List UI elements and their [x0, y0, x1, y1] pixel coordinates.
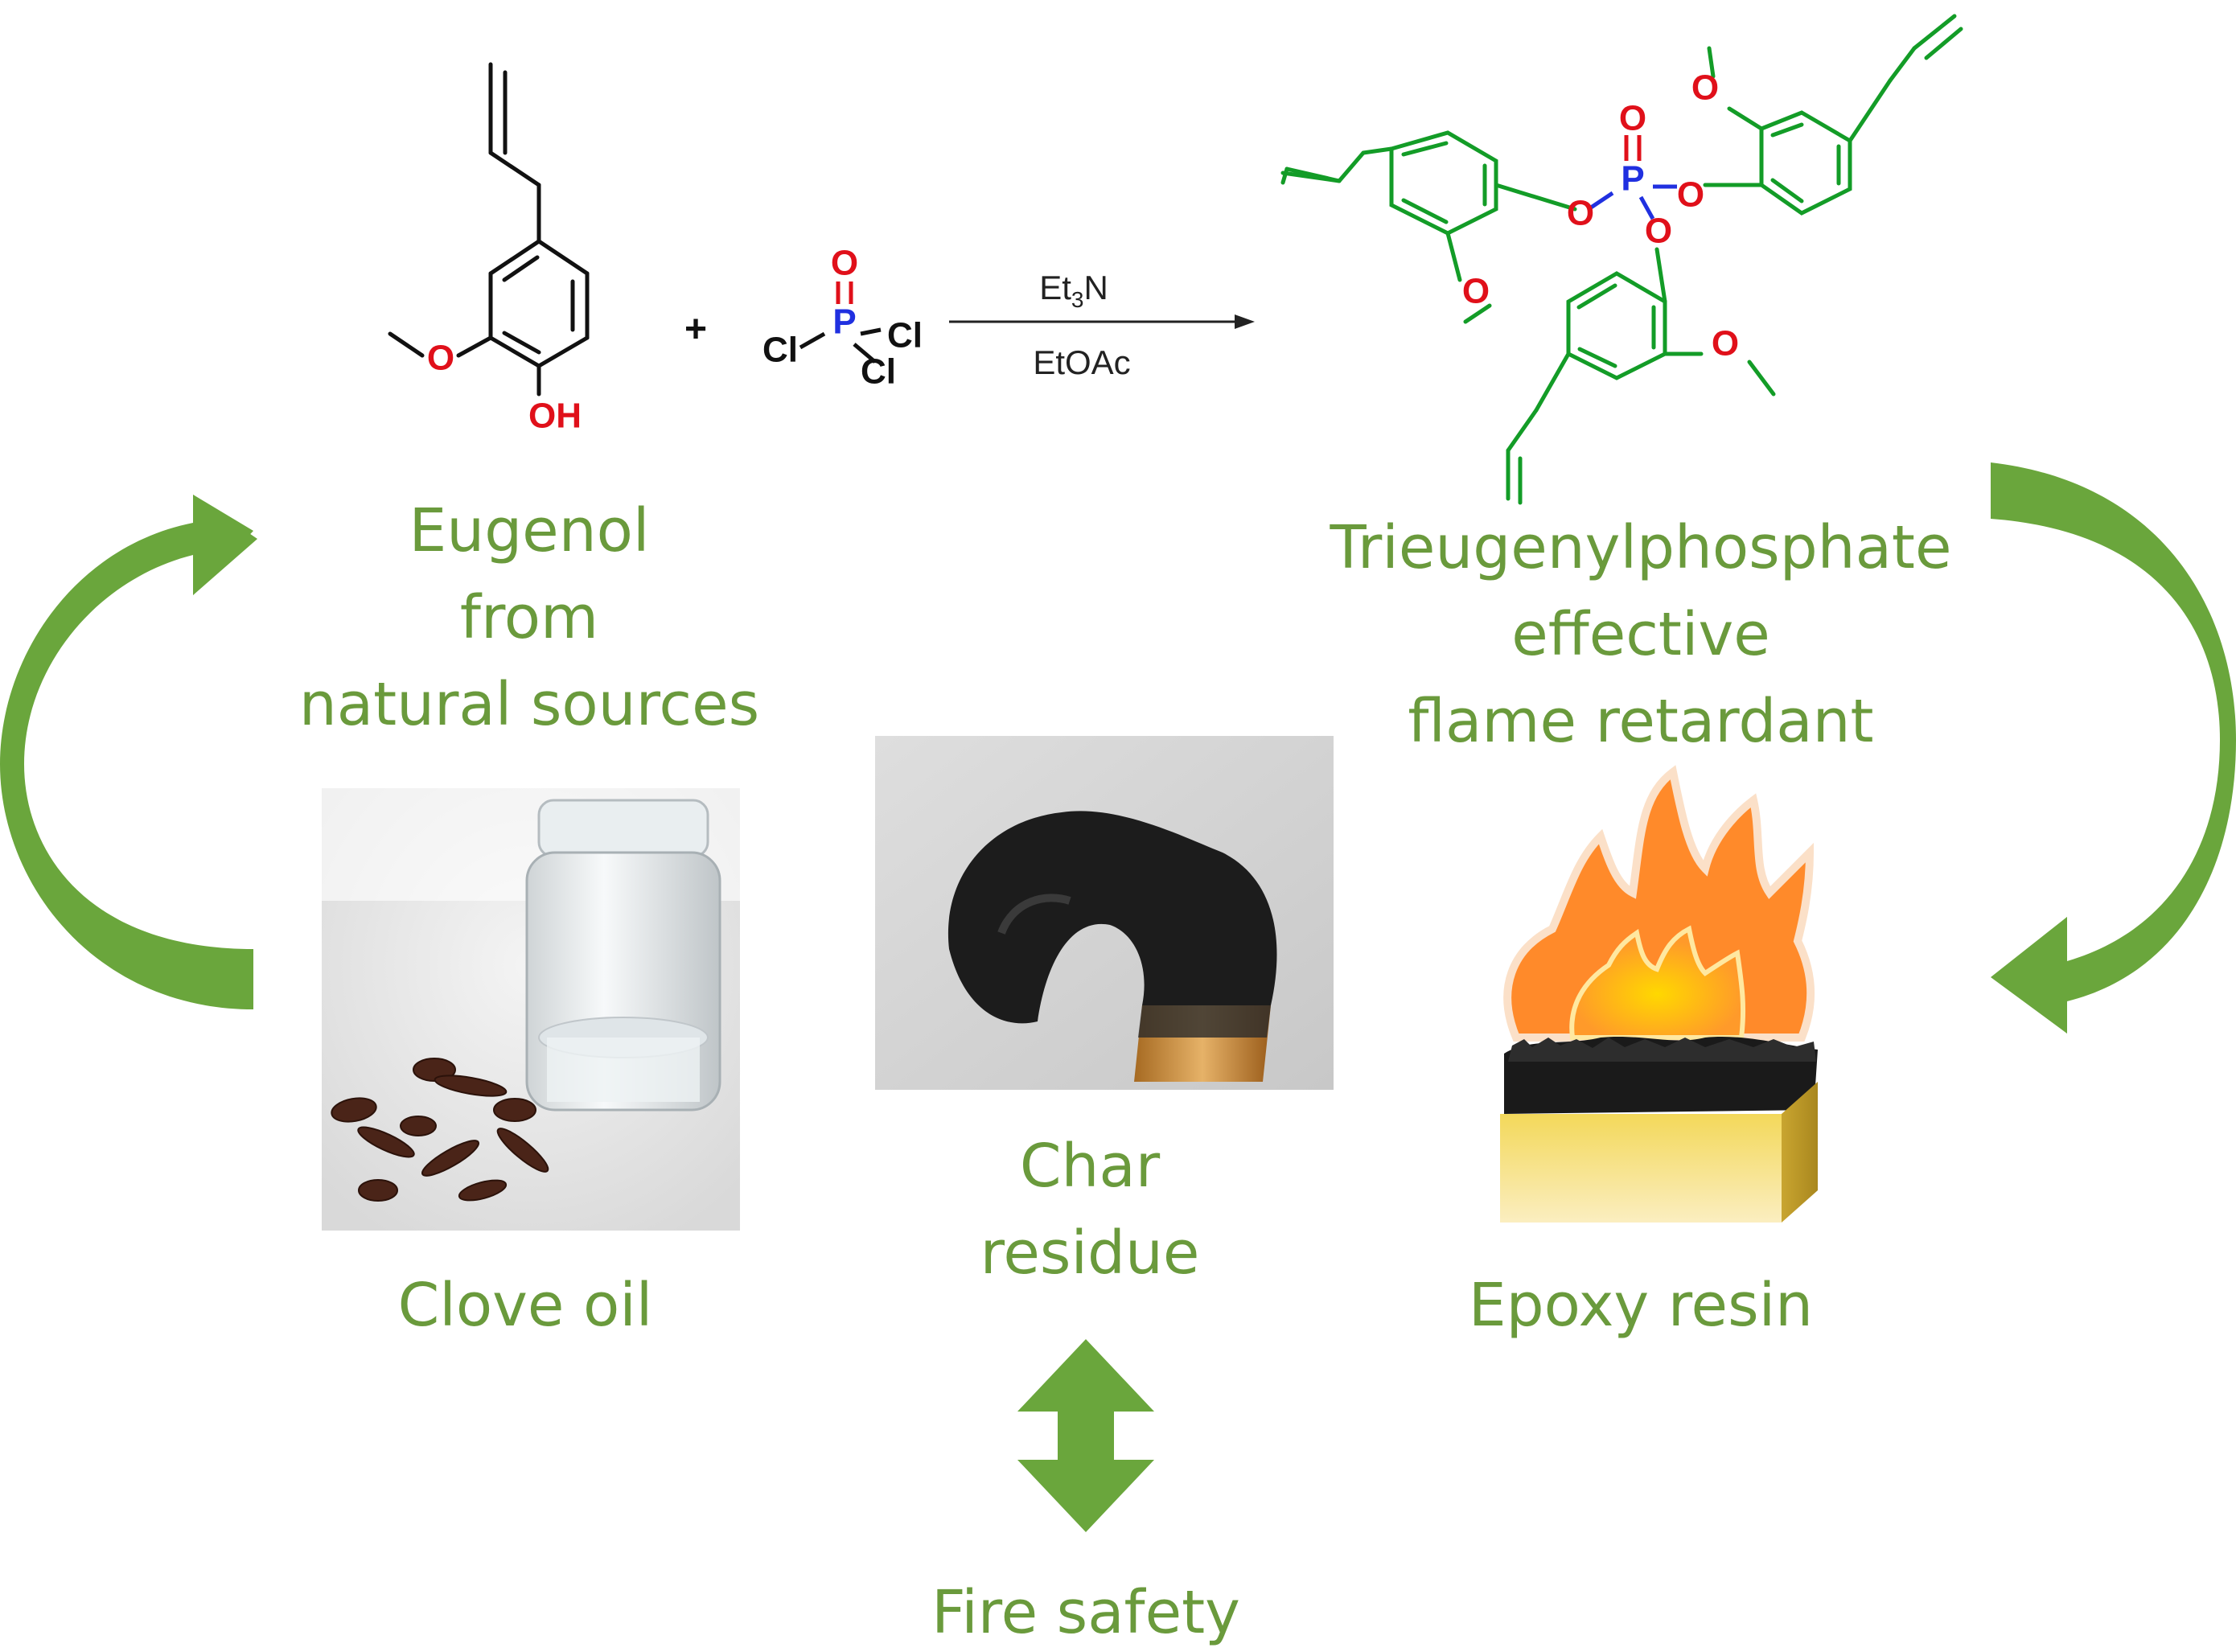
- clove-oil-photo: [322, 788, 740, 1231]
- product-label-line2: effective: [1511, 600, 1770, 669]
- eugenol-label-line1: Eugenol: [409, 496, 650, 565]
- reaction-arrow: [949, 314, 1255, 329]
- trieugenylphosphate-structure: [1280, 14, 1963, 505]
- clove-oil-label: Clove oil: [398, 1271, 653, 1340]
- phosphate-oxygen-right: O: [1677, 175, 1704, 215]
- eugenol-methoxy-oxygen: O: [427, 339, 454, 378]
- eugenol-label-line3: natural sources: [299, 670, 759, 739]
- eugenol-structure: [388, 62, 590, 397]
- phosphate-phosphorus: P: [1621, 159, 1644, 199]
- pocl3-chlorine-bottom: Cl: [861, 352, 896, 392]
- double-headed-arrow-icon: [1017, 1339, 1154, 1532]
- phosphate-bonds: [1589, 135, 1677, 220]
- product-label-line1: Trieugenylphosphate: [1330, 513, 1952, 582]
- phosphate-oxo-oxygen: O: [1619, 99, 1646, 138]
- fire-safety-label: Fire safety: [931, 1578, 1240, 1647]
- char-residue-photo: [875, 736, 1334, 1090]
- epoxy-resin-illustration: [1500, 765, 1818, 1223]
- eugenol-label-line2: from: [460, 583, 598, 652]
- pocl3-phosphorus: P: [832, 302, 856, 342]
- pocl3-oxygen: O: [831, 244, 858, 283]
- methoxy-oxygen-left: O: [1462, 272, 1490, 311]
- epoxy-resin-label: Epoxy resin: [1469, 1271, 1813, 1340]
- reagent-solvent: EtOAc: [1033, 343, 1130, 381]
- curved-arrow-down-icon: [1991, 462, 2236, 1034]
- plus-sign: +: [684, 308, 707, 351]
- reagent-base: Et3N: [1039, 269, 1108, 312]
- methoxy-oxygen-right: O: [1691, 68, 1719, 108]
- methoxy-oxygen-bottom: O: [1712, 324, 1739, 364]
- eugenol-hydroxyl: OH: [528, 397, 582, 436]
- pocl3-structure: [799, 281, 882, 364]
- char-label-line2: residue: [980, 1218, 1200, 1288]
- pocl3-chlorine-left: Cl: [762, 331, 798, 370]
- product-label-line3: flame retardant: [1408, 687, 1873, 756]
- phosphate-oxygen-bottom: O: [1645, 212, 1672, 251]
- phosphate-oxygen-left: O: [1567, 194, 1594, 233]
- pocl3-chlorine-right: Cl: [887, 316, 923, 355]
- curved-arrow-up-icon: [0, 495, 257, 1009]
- char-label-line1: Char: [1020, 1132, 1161, 1201]
